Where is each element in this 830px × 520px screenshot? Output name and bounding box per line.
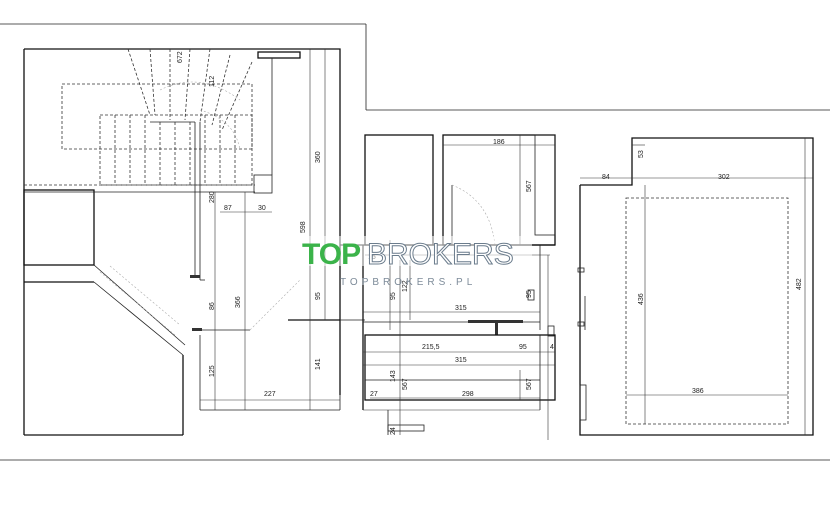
dim-302: 302 [718,174,730,181]
dim-122: 122 [402,280,409,292]
dim-598: 598 [300,221,307,233]
dim-386: 386 [692,388,704,395]
dim-186: 186 [493,139,505,146]
right-section [577,137,814,436]
dim-315-b: 315 [455,357,467,364]
dim-95-b: 95 [390,292,397,300]
dim-360: 360 [315,151,322,163]
dim-280: 280 [209,191,216,203]
dim-95-a: 95 [315,292,322,300]
dim-436: 436 [638,293,645,305]
dim-567-b: 567 [402,378,409,390]
dim-366: 366 [235,296,242,308]
dim-315-a: 315 [455,305,467,312]
topbrokers-watermark: TOP BROKERS TOPBROKERS.PL [302,236,532,288]
staircase [61,48,253,280]
watermark-brand-green: TOP [302,238,360,271]
watermark-brand-outline: BROKERS [367,238,514,271]
dim-95-c: 95 [526,290,533,298]
left-section [23,48,365,436]
dim-24: 24 [390,427,397,435]
dim-86: 86 [209,302,216,310]
dim-53: 53 [638,150,645,158]
dim-84: 84 [602,174,610,181]
dim-298: 298 [462,391,474,398]
dim-112: 112 [209,76,216,87]
dim-4: 4 [550,344,554,351]
dim-215-5: 215,5 [422,344,440,351]
dim-87: 87 [224,205,232,212]
dim-141: 141 [315,358,322,370]
dimension-labels: 672 112 360 598 280 87 30 86 366 95 125 … [177,51,803,435]
dim-143: 143 [390,370,397,382]
dim-567-a: 567 [526,180,533,192]
outer-walls [0,23,830,461]
dim-567-c: 567 [526,378,533,390]
dim-95-d: 95 [519,344,527,351]
dim-227: 227 [264,391,276,398]
dim-482: 482 [796,278,803,290]
watermark-url: TOPBROKERS.PL [340,277,476,288]
dim-672: 672 [177,51,184,63]
dim-30: 30 [258,205,266,212]
dim-27: 27 [370,391,378,398]
dim-125: 125 [209,365,216,377]
